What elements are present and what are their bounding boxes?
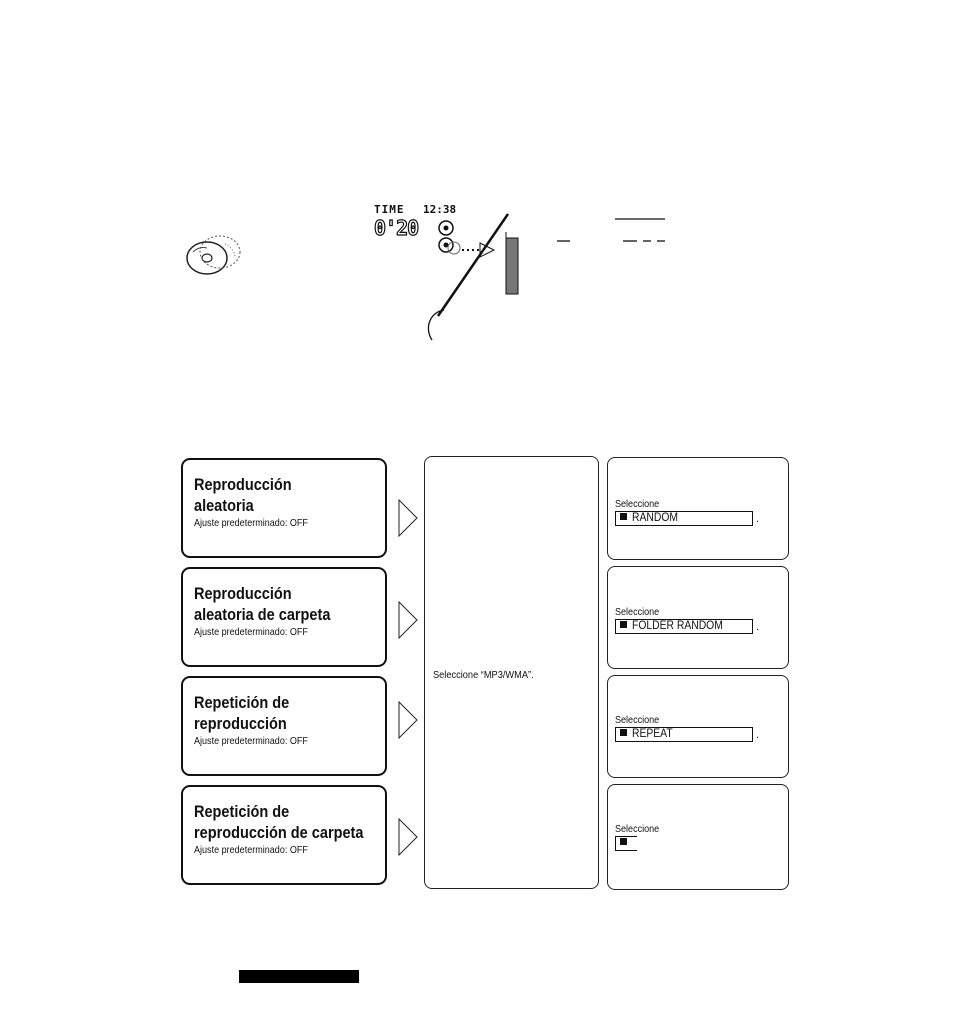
option-title: Repetición de	[194, 694, 290, 712]
control-knob-diagram	[427, 213, 519, 341]
step-instruction: Seleccione “MP3/WMA”.	[433, 669, 534, 681]
option-folder-repeat-play[interactable]: Repetición de reproducción de carpeta Aj…	[181, 785, 387, 885]
display-elapsed-time: 0'20	[373, 215, 419, 240]
result-period: .	[756, 729, 760, 741]
black-bar	[239, 970, 359, 983]
menu-item-folder-random[interactable]: FOLDER RANDOM	[615, 619, 753, 634]
result-repeat: Seleccione REPEAT .	[607, 675, 789, 778]
option-default-setting: Ajuste predeterminado: OFF	[194, 735, 308, 747]
option-default-setting: Ajuste predeterminado: OFF	[194, 626, 308, 638]
decorative-lines	[557, 218, 665, 242]
arrow-right-icon	[398, 818, 418, 856]
result-folder-repeat: Seleccione	[607, 784, 789, 890]
option-repeat-play[interactable]: Repetición de reproducción Ajuste predet…	[181, 676, 387, 776]
option-title: aleatoria	[194, 497, 254, 515]
result-random: Seleccione RANDOM .	[607, 457, 789, 560]
option-default-setting: Ajuste predeterminado: OFF	[194, 517, 308, 529]
result-label: Seleccione	[615, 498, 660, 510]
arrow-right-icon	[398, 701, 418, 739]
result-period: .	[756, 513, 760, 525]
result-label: Seleccione	[615, 823, 660, 835]
option-title: Repetición de	[194, 803, 290, 821]
menu-item-folder-repeat[interactable]	[615, 836, 637, 851]
option-title: reproducción	[194, 715, 287, 733]
option-title: Reproducción	[194, 585, 292, 603]
option-random-play[interactable]: Reproducción aleatoria Ajuste predetermi…	[181, 458, 387, 558]
option-title: aleatoria de carpeta	[194, 606, 331, 624]
result-label: Seleccione	[615, 606, 660, 618]
menu-item-random[interactable]: RANDOM	[615, 511, 753, 526]
result-folder-random: Seleccione FOLDER RANDOM .	[607, 566, 789, 669]
option-title: Reproducción	[194, 476, 292, 494]
result-label: Seleccione	[615, 714, 660, 726]
square-bullet-icon	[620, 513, 627, 520]
display-indicator-icons	[438, 220, 496, 258]
arrow-right-icon	[398, 499, 418, 537]
square-bullet-icon	[620, 729, 627, 736]
option-title: reproducción de carpeta	[194, 824, 364, 842]
step-select-mp3-wma: Seleccione “MP3/WMA”.	[424, 456, 599, 889]
display-clock: 12:38	[423, 203, 457, 216]
arrow-right-icon	[398, 601, 418, 639]
display-time-label: TIME	[374, 203, 405, 216]
square-bullet-icon	[620, 838, 627, 845]
menu-item-repeat[interactable]: REPEAT	[615, 727, 753, 742]
option-folder-random-play[interactable]: Reproducción aleatoria de carpeta Ajuste…	[181, 567, 387, 667]
disc-icon	[186, 235, 241, 275]
square-bullet-icon	[620, 621, 627, 628]
result-period: .	[756, 621, 760, 633]
option-default-setting: Ajuste predeterminado: OFF	[194, 844, 308, 856]
